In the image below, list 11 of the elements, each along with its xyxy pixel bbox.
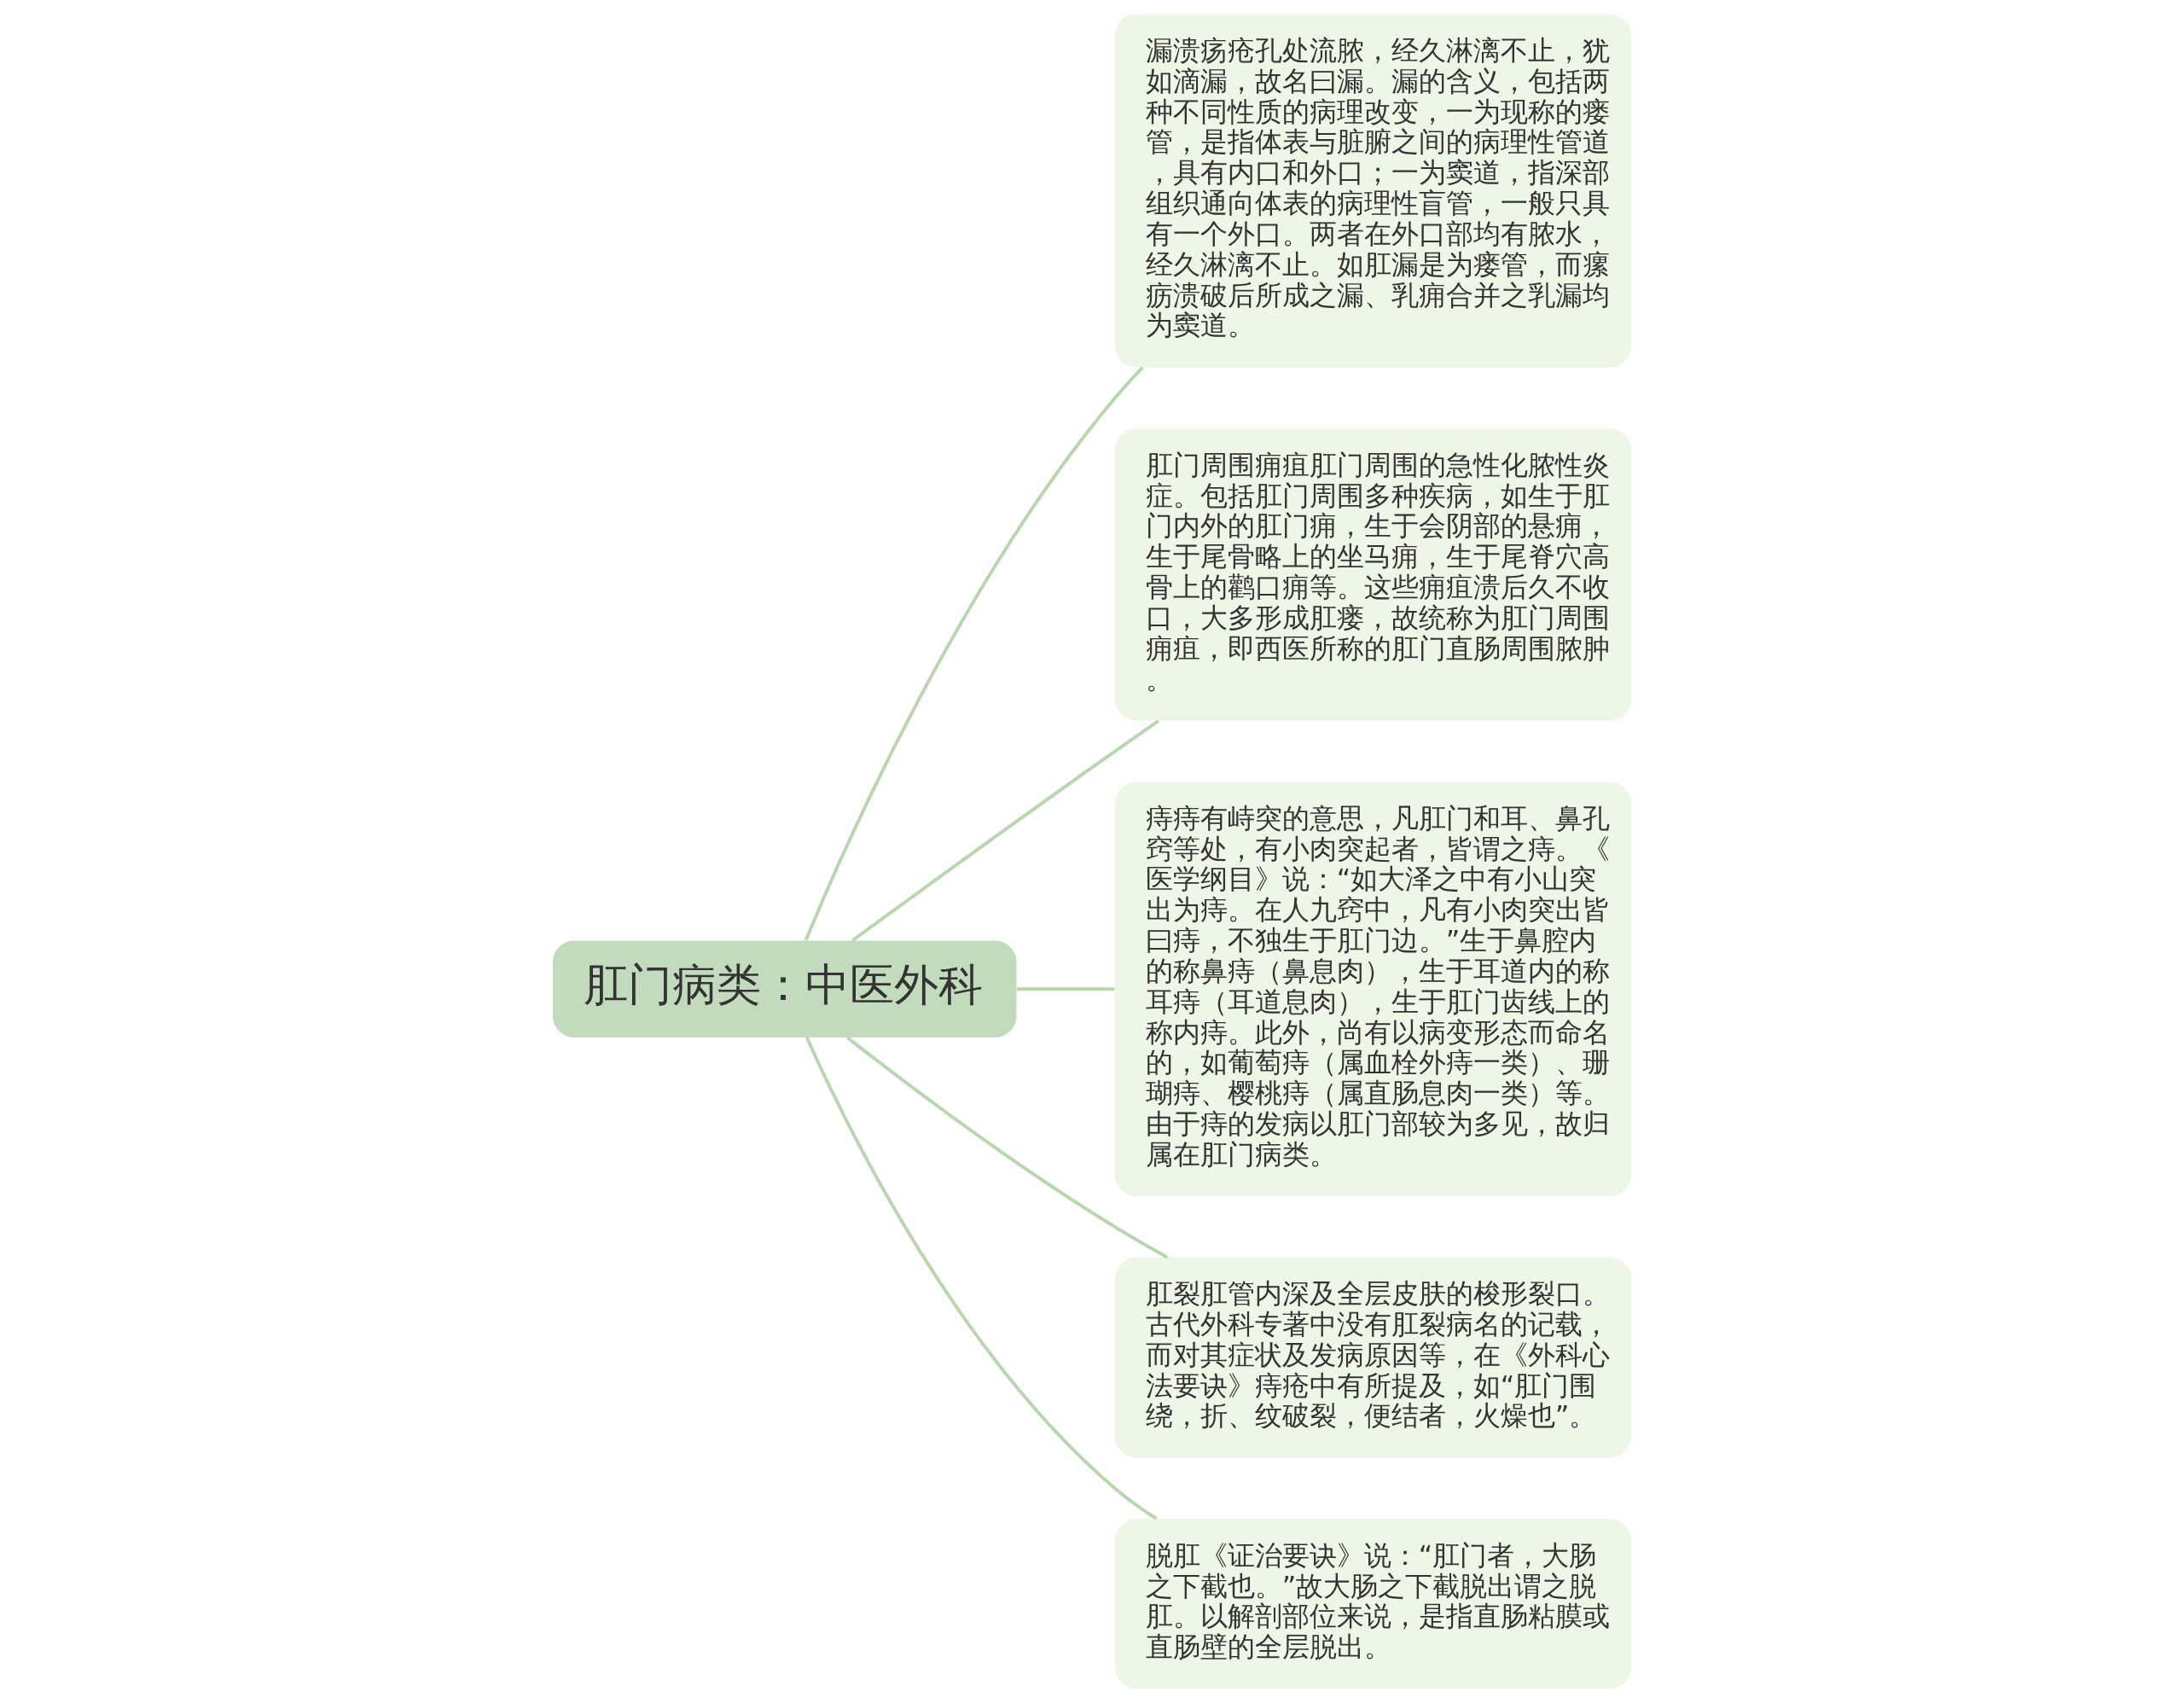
- node-box: 肛门周围痈疽肛门周围的急性化脓性炎症。包括肛门周围多种疾病，如生于肛门内外的肛门痈，生于会阴部的悬痈，生于尾骨略上的坐马痈，生于尾脊穴高骨上的鹳口痈等。这些痈疽溃后久不收口，大多形成肛瘘，故统称为肛门周围痈疽，即西医所称的肛门直肠周围脓肿。: [1114, 428, 1632, 721]
- node-box: 肛门病类：中医外科: [552, 940, 1017, 1037]
- node-box: 脱肛《证治要诀》说：“肛门者，大肠之下截也。”故大肠之下截脱出谓之脱肛。以解剖部位来说，是指直肠粘膜或直肠壁的全层脱出。: [1114, 1519, 1632, 1689]
- connector: [851, 719, 1159, 942]
- node-box: 痔痔有峙突的意思，凡肛门和耳、鼻孔窍等处，有小肉突起者，皆谓之痔。《医学纲目》说：“如大泽之中有小山突出为痔。在人九窍中，凡有小肉突出皆曰痔，不独生于肛门边。”生于鼻腔内的称鼻痔（鼻息肉），生于耳道内的称耳痔（耳道息肉），生于肛门齿线上的称内痔。此外，尚有以病变形态而命名的，如葡萄痔（属血栓外痔一类）、珊瑚痔、樱桃痔（属直肠息肉一类）等。由于痔的发病以肛门部较为多见，故归属在肛门病类。: [1114, 782, 1632, 1197]
- connector: [1016, 987, 1115, 991]
- connector: [846, 1036, 1169, 1259]
- connector: [804, 1037, 1158, 1520]
- node-box: 肛裂肛管内深及全层皮肤的梭形裂口。古代外科专著中没有肛裂病名的记载，而对其症状及发病原因等，在《外科心法要诀》痔疮中有所提及，如“肛门围绕，折、纹破裂，便结者，火燥也”。: [1114, 1257, 1632, 1458]
- node-box: 漏溃疡疮孔处流脓，经久淋漓不止，犹如滴漏，故名曰漏。漏的含义，包括两种不同性质的病理改变，一为现称的瘘管，是指体表与脏腑之间的病理性管道，具有内口和外口；一为窦道，指深部组织通向体表的病理性盲管，一般只具有一个外口。两者在外口部均有脓水，经久淋漓不止。如肛漏是为瘘管，而瘰疬溃破后所成之漏、乳痈合并之乳漏均为窦道。: [1114, 14, 1632, 368]
- connector: [804, 366, 1144, 941]
